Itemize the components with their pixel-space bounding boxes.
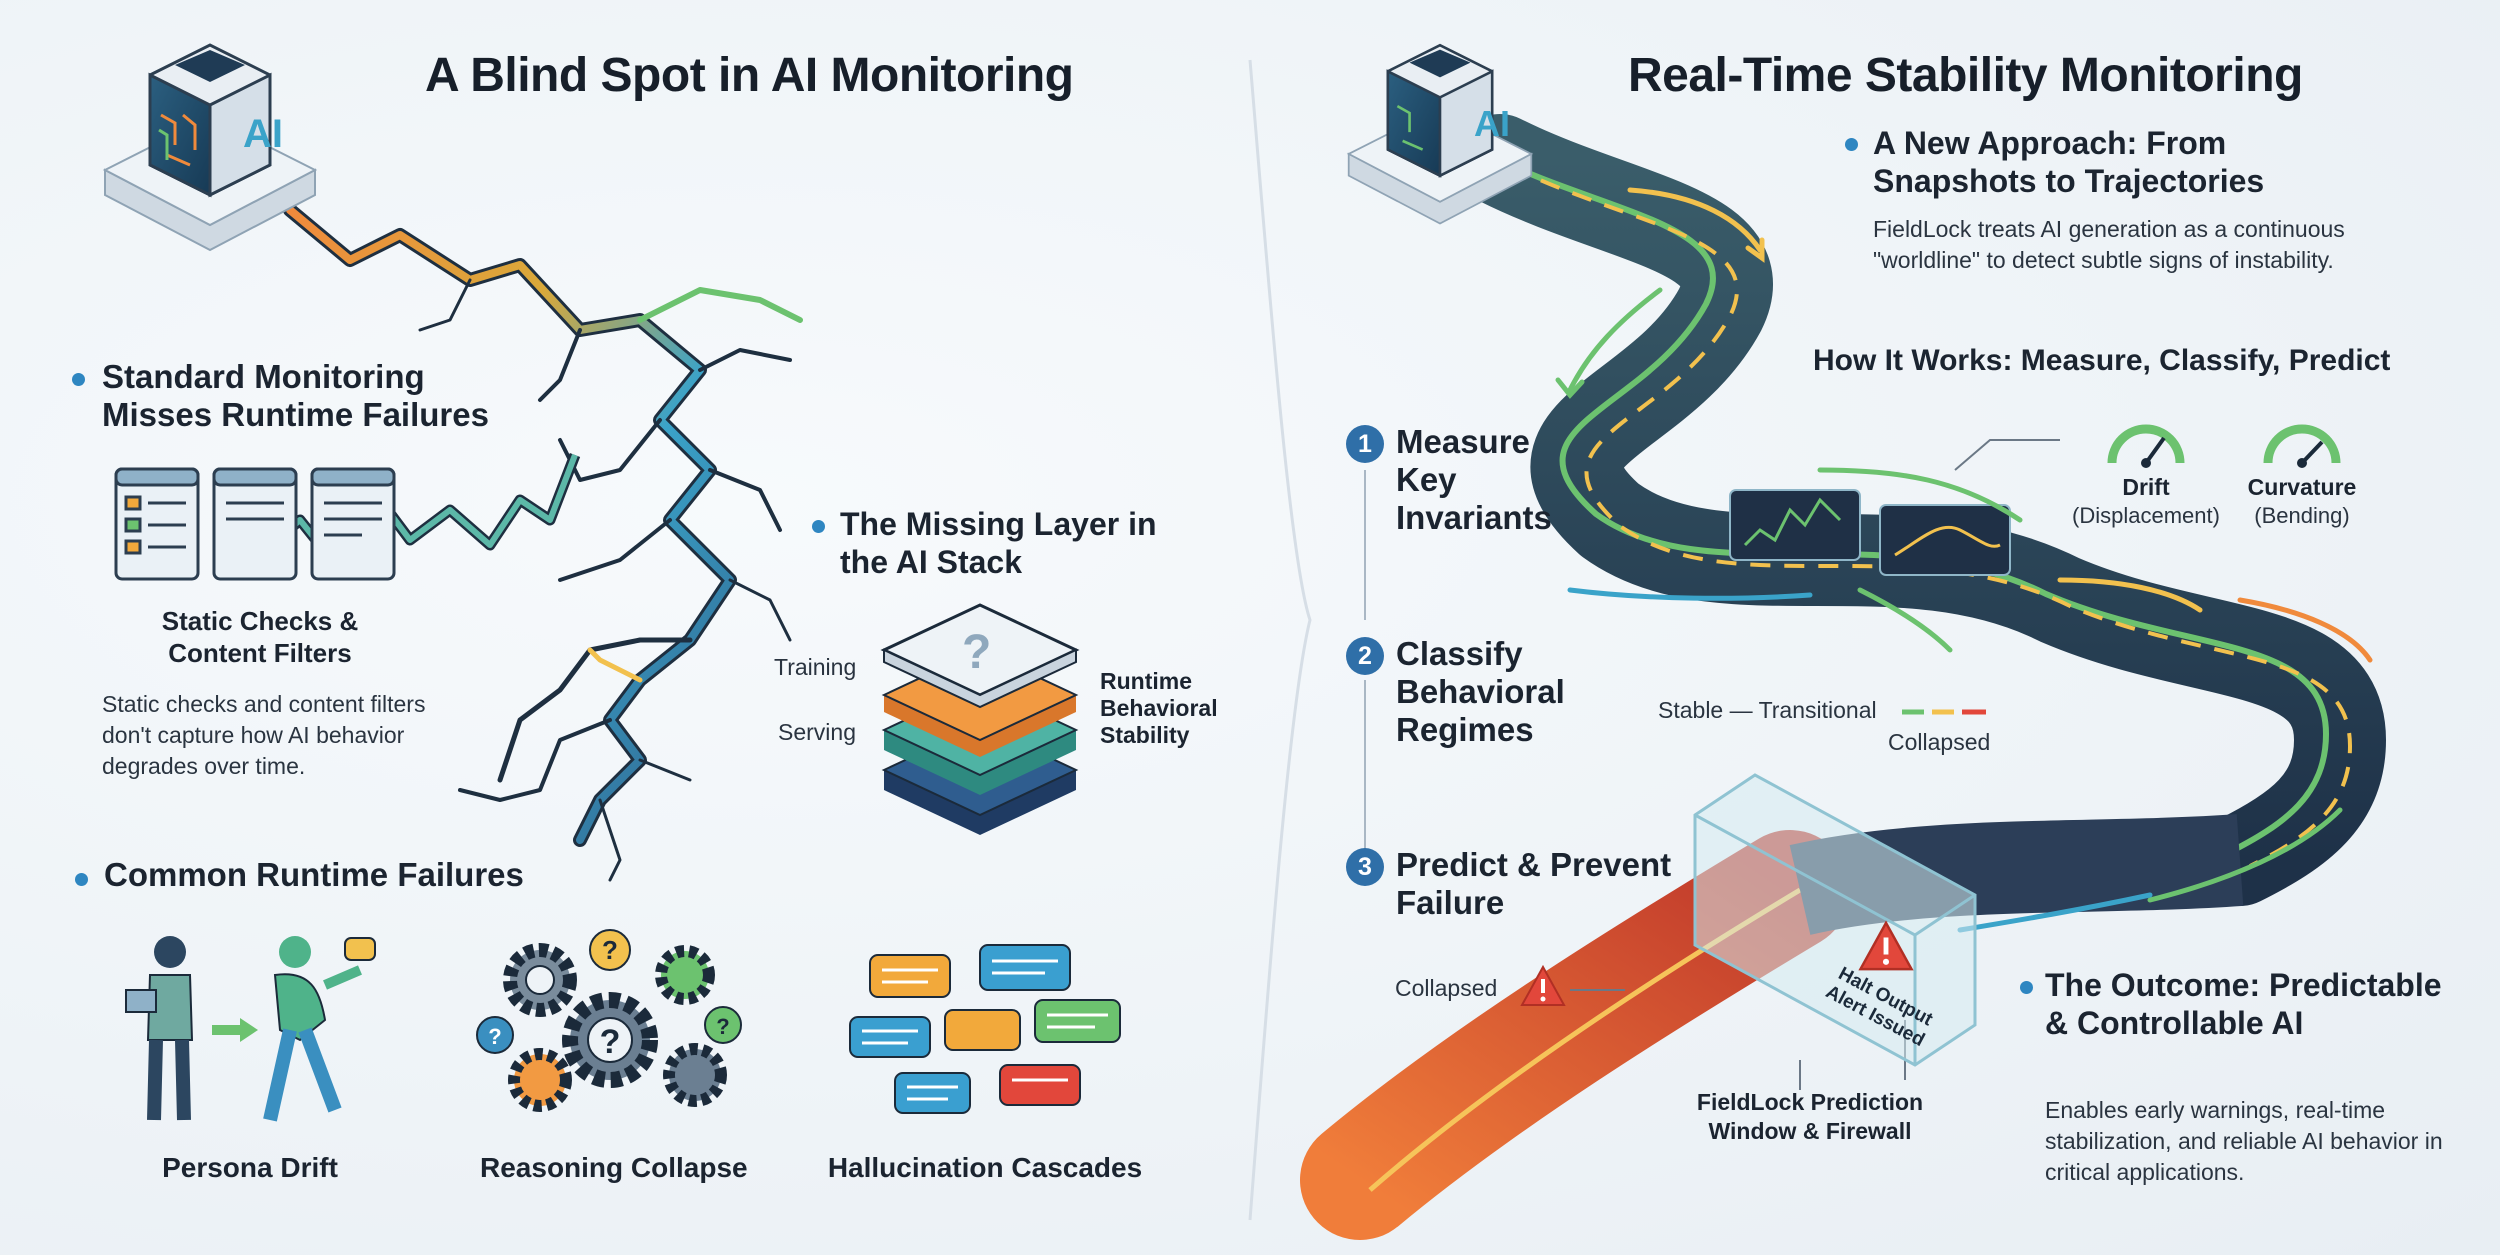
- warning-triangle-icon: [1520, 964, 1566, 1006]
- how-it-works-heading: How It Works: Measure, Classify, Predict: [1813, 344, 2391, 377]
- left-title: A Blind Spot in AI Monitoring: [425, 49, 1074, 102]
- outcome-body: Enables early warnings, real-time stabil…: [2045, 1097, 2443, 1185]
- approach-body: FieldLock treats AI generation as a cont…: [1873, 216, 2345, 273]
- svg-text:?: ?: [600, 1023, 621, 1061]
- svg-text:?: ?: [716, 1014, 729, 1039]
- stack-training-label: Training: [774, 654, 857, 680]
- failures-heading: Common Runtime Failures: [104, 856, 524, 893]
- firewall-gate: [1693, 773, 1977, 1067]
- svg-text:?: ?: [602, 935, 618, 965]
- crack-lightning: [283, 203, 803, 882]
- svg-text:?: ?: [488, 1024, 501, 1049]
- step-1-label: Measure Key Invariants: [1396, 423, 1552, 536]
- outcome-heading: The Outcome: Predictable & Controllable …: [2045, 967, 2442, 1041]
- stack-serving-label: Serving: [778, 719, 856, 745]
- warning-triangle-icon: [1858, 920, 1914, 971]
- step-2-badge: 2: [1346, 637, 1384, 675]
- failure-caption-persona: Persona Drift: [162, 1152, 338, 1183]
- bullet-dot: [1845, 138, 1858, 151]
- reasoning-collapse-gears-icon: ? ? ? ?: [476, 929, 742, 1112]
- failure-caption-reasoning: Reasoning Collapse: [480, 1152, 748, 1183]
- firewall-caption: FieldLock Prediction Window & Firewall: [1696, 1089, 1924, 1144]
- standard-monitoring-heading: Standard Monitoring Misses Runtime Failu…: [102, 358, 489, 433]
- drift-gauge-icon: [2107, 424, 2185, 468]
- regime-stable-transitional: Stable — Transitional: [1658, 697, 1877, 723]
- step-1-badge: 1: [1346, 425, 1384, 463]
- bullet-dot: [2020, 981, 2033, 994]
- gauge-curvature-sub: (Bending): [2254, 503, 2350, 528]
- step-2-label: Classify Behavioral Regimes: [1396, 635, 1565, 748]
- gauge-curvature-label: Curvature: [2247, 474, 2357, 500]
- gauge-drift-sub: (Displacement): [2072, 503, 2220, 528]
- gauge-drift-label: Drift: [2122, 474, 2170, 500]
- regime-collapsed: Collapsed: [1888, 729, 1991, 755]
- ai-chip-cube-icon: [1346, 43, 1534, 225]
- persona-drift-icon: [125, 936, 376, 1122]
- failure-caption-hallucination: Hallucination Cascades: [827, 1152, 1143, 1183]
- ai-chip-cube-icon: [102, 43, 318, 252]
- bullet-dot: [72, 373, 85, 386]
- step-3-label: Predict & Prevent Failure: [1396, 846, 1672, 921]
- collapsed-label: Collapsed: [1395, 975, 1498, 1001]
- curvature-gauge-icon: [2263, 424, 2341, 468]
- hallucination-speech-bubbles-icon: [849, 944, 1121, 1114]
- ai-stack-layers-icon: [880, 603, 1080, 835]
- stack-runtime-label: Runtime Behavioral Stability: [1100, 668, 1218, 748]
- flow-arrows: [1555, 187, 2373, 933]
- missing-layer-heading: The Missing Layer in the AI Stack: [840, 506, 1157, 580]
- regime-legend-swatches: [1902, 709, 1986, 715]
- static-check-panels-icon: [114, 467, 396, 581]
- left-cube-label: AI: [243, 112, 283, 156]
- bullet-dot: [812, 520, 825, 533]
- static-caption: Static Checks & Content Filters: [161, 606, 359, 668]
- static-body: Static checks and content filters don't …: [102, 691, 426, 779]
- stack-unknown-mark: ?: [962, 626, 992, 679]
- right-title: Real-Time Stability Monitoring: [1628, 49, 2303, 102]
- right-cube-label: AI: [1474, 103, 1510, 144]
- bullet-dot: [75, 873, 88, 886]
- approach-heading: A New Approach: From Snapshots to Trajec…: [1873, 125, 2265, 199]
- step-3-badge: 3: [1346, 848, 1384, 886]
